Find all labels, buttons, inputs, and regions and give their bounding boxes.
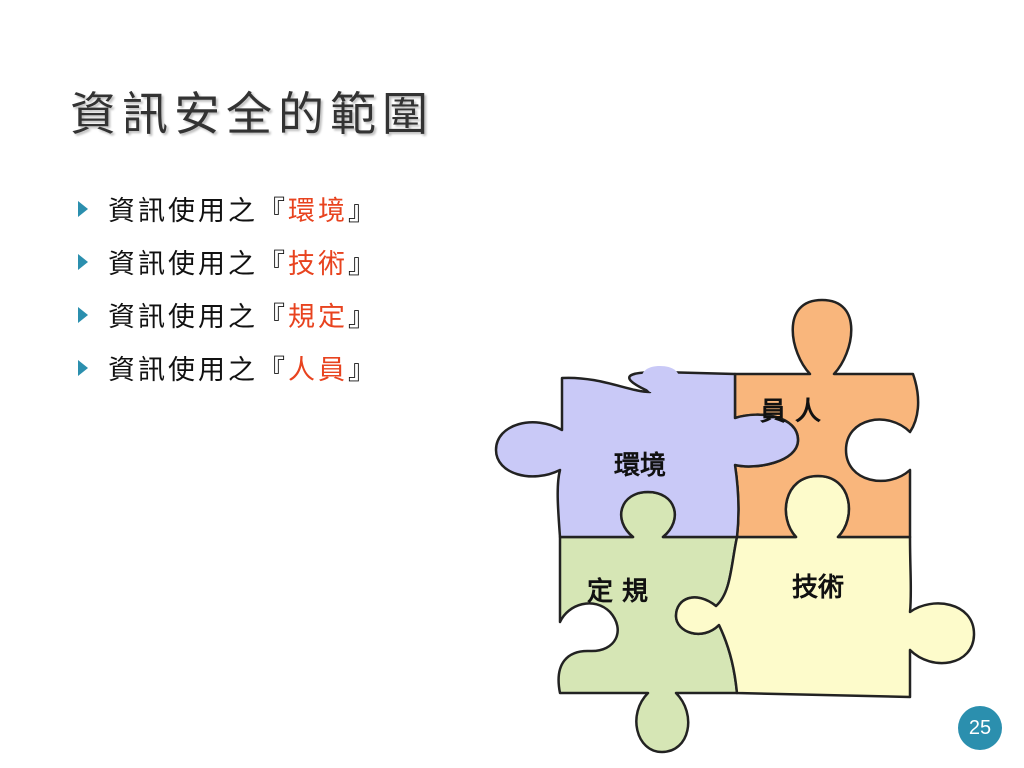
bullet-item: 資訊使用之『技術』 bbox=[78, 235, 378, 288]
bullet-arrow-icon bbox=[78, 359, 88, 376]
bullet-highlight: 技術 bbox=[288, 249, 348, 280]
bullet-prefix: 資訊使用之『 bbox=[108, 302, 288, 333]
bullet-prefix: 資訊使用之『 bbox=[108, 249, 288, 280]
puzzle-diagram: 環境 員 人 定 規 技術 bbox=[494, 298, 976, 754]
bullet-prefix: 資訊使用之『 bbox=[108, 196, 288, 227]
bullet-item: 資訊使用之『人員』 bbox=[78, 341, 378, 394]
bullet-item: 資訊使用之『規定』 bbox=[78, 288, 378, 341]
bullet-suffix: 』 bbox=[348, 196, 378, 227]
bullet-suffix: 』 bbox=[348, 355, 378, 386]
bullet-suffix: 』 bbox=[348, 302, 378, 333]
bullet-arrow-icon bbox=[78, 306, 88, 323]
puzzle-label-people: 員 人 bbox=[760, 397, 821, 427]
puzzle-label-environment: 環境 bbox=[614, 450, 666, 481]
bullet-highlight: 人員 bbox=[288, 355, 348, 386]
bullet-arrow-icon bbox=[78, 200, 88, 217]
bullet-prefix: 資訊使用之『 bbox=[108, 355, 288, 386]
bullet-arrow-icon bbox=[78, 253, 88, 270]
page-number-badge: 25 bbox=[958, 706, 1002, 750]
puzzle-label-technology: 技術 bbox=[792, 573, 844, 603]
puzzle-tab bbox=[641, 366, 680, 392]
puzzle-label-rules: 定 規 bbox=[587, 576, 648, 607]
bullet-suffix: 』 bbox=[348, 249, 378, 280]
bullet-list: 資訊使用之『環境』 資訊使用之『技術』 資訊使用之『規定』 資訊使用之『人員』 bbox=[78, 182, 378, 394]
bullet-highlight: 規定 bbox=[288, 302, 348, 333]
puzzle-piece-environment bbox=[494, 370, 800, 539]
slide-title: 資訊安全的範圍 bbox=[70, 87, 434, 141]
bullet-highlight: 環境 bbox=[288, 196, 348, 227]
bullet-item: 資訊使用之『環境』 bbox=[78, 182, 378, 235]
